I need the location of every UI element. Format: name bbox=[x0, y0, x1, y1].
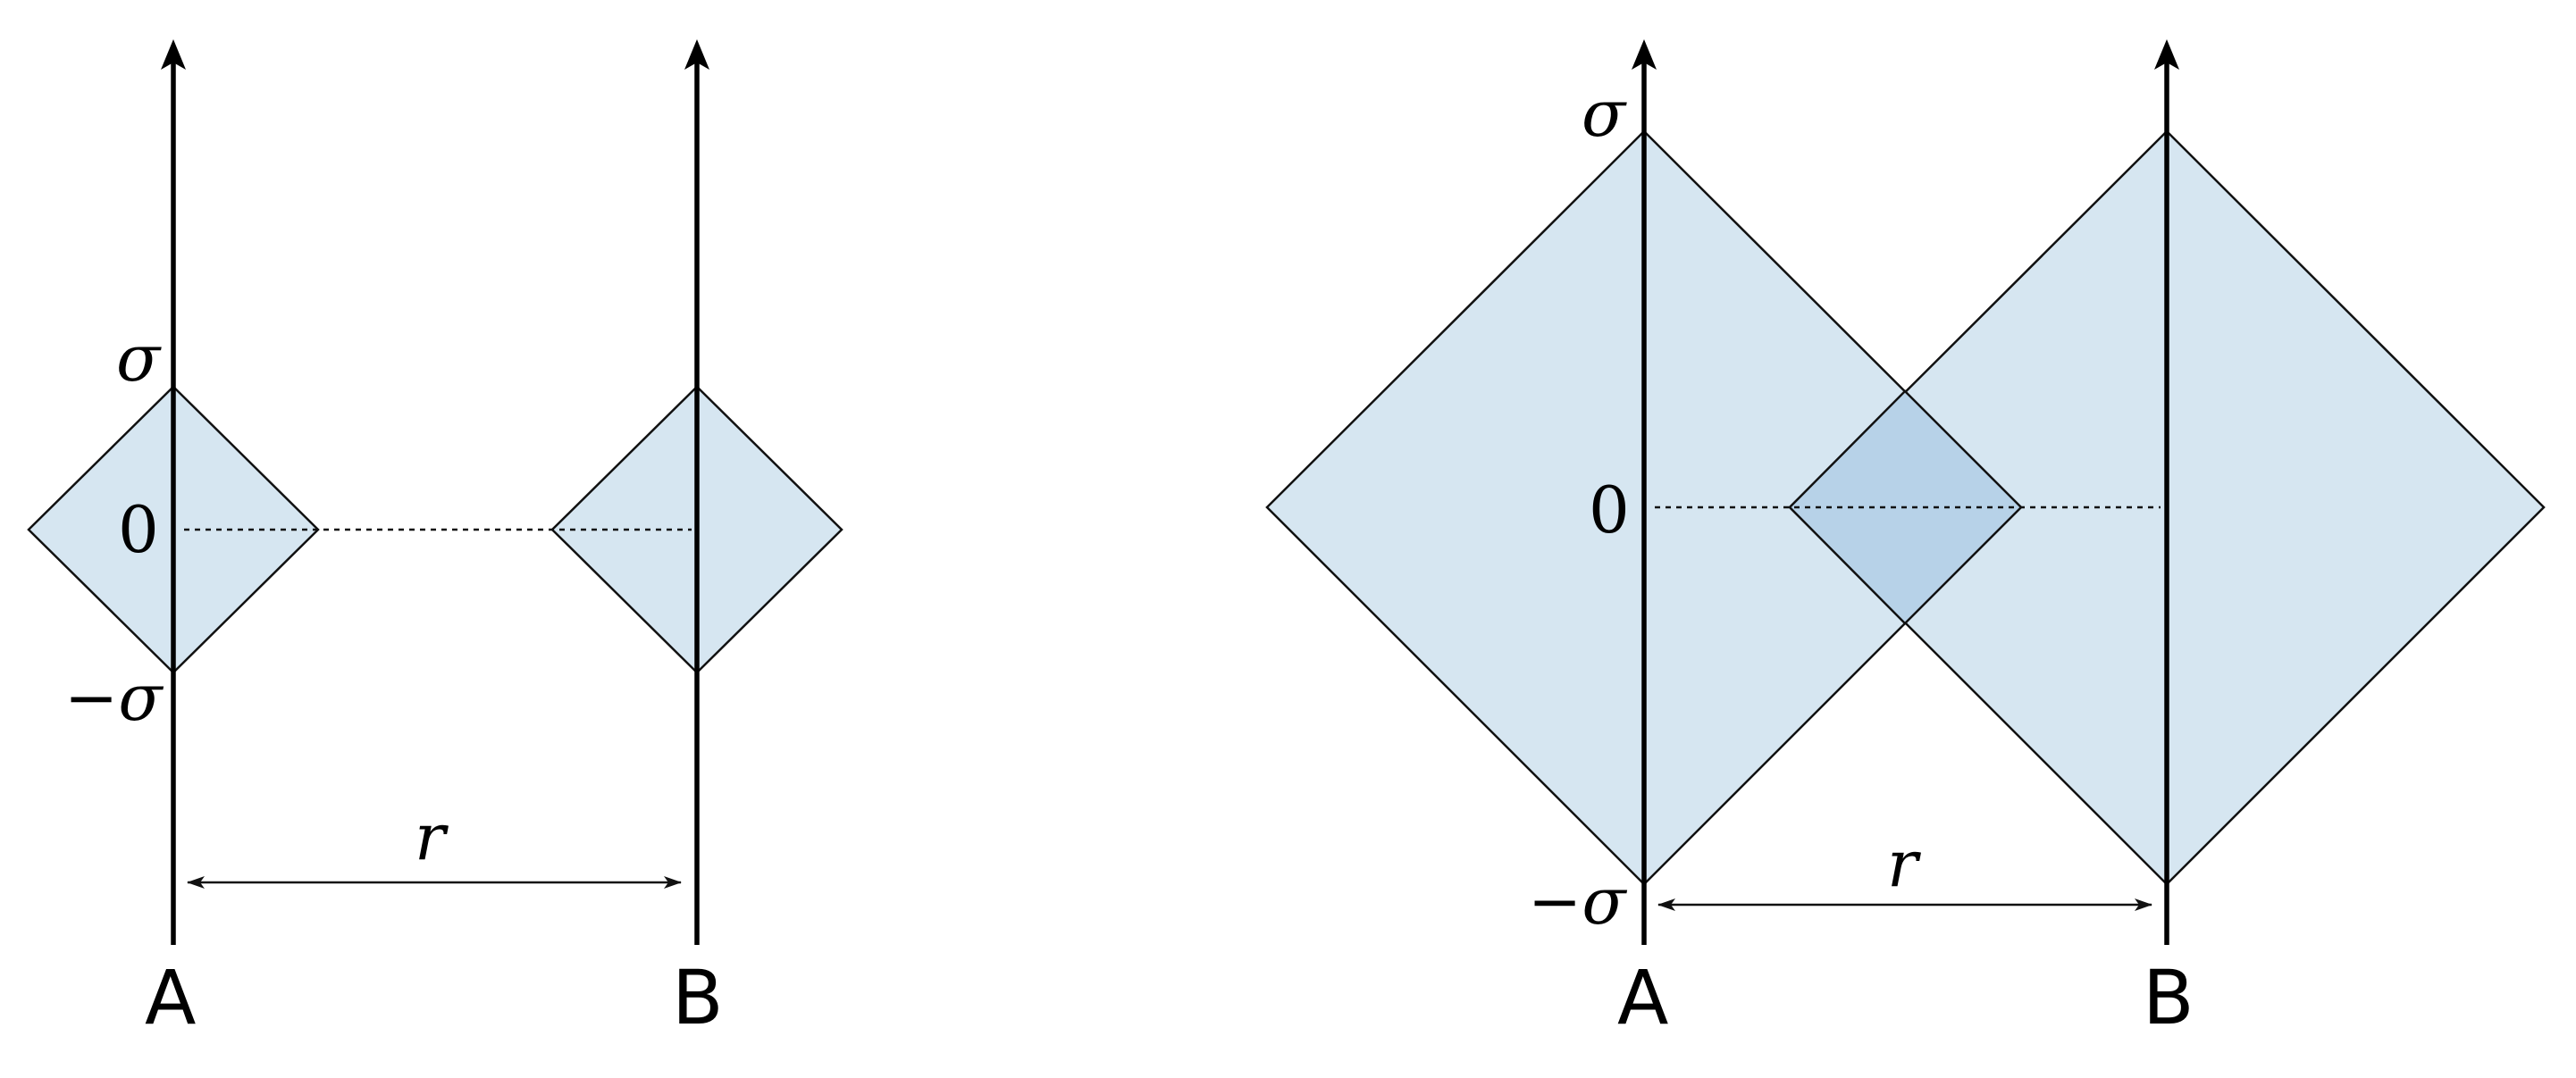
left-panel: σ 0 −σ r A B bbox=[27, 39, 843, 1041]
left-zero-label: 0 bbox=[118, 492, 159, 567]
left-point-b-label: B bbox=[672, 954, 724, 1041]
left-point-a-label: A bbox=[145, 954, 196, 1041]
left-distance-label: r bbox=[415, 799, 449, 874]
right-panel: σ 0 −σ r A B bbox=[1265, 39, 2546, 1041]
left-neg-sigma-label: −σ bbox=[64, 660, 164, 735]
right-worldline-a-arrow-icon bbox=[1632, 39, 1657, 70]
right-point-a-label: A bbox=[1617, 954, 1668, 1041]
right-distance-label: r bbox=[1887, 826, 1921, 901]
right-sigma-label: σ bbox=[1582, 76, 1627, 151]
left-sigma-label: σ bbox=[116, 321, 162, 396]
right-worldline-b-arrow-icon bbox=[2154, 39, 2179, 70]
left-worldline-a-arrow-icon bbox=[161, 39, 186, 70]
right-point-b-label: B bbox=[2143, 954, 2194, 1041]
left-worldline-b-arrow-icon bbox=[684, 39, 709, 70]
right-zero-label: 0 bbox=[1589, 472, 1630, 547]
right-neg-sigma-label: −σ bbox=[1528, 864, 1627, 939]
